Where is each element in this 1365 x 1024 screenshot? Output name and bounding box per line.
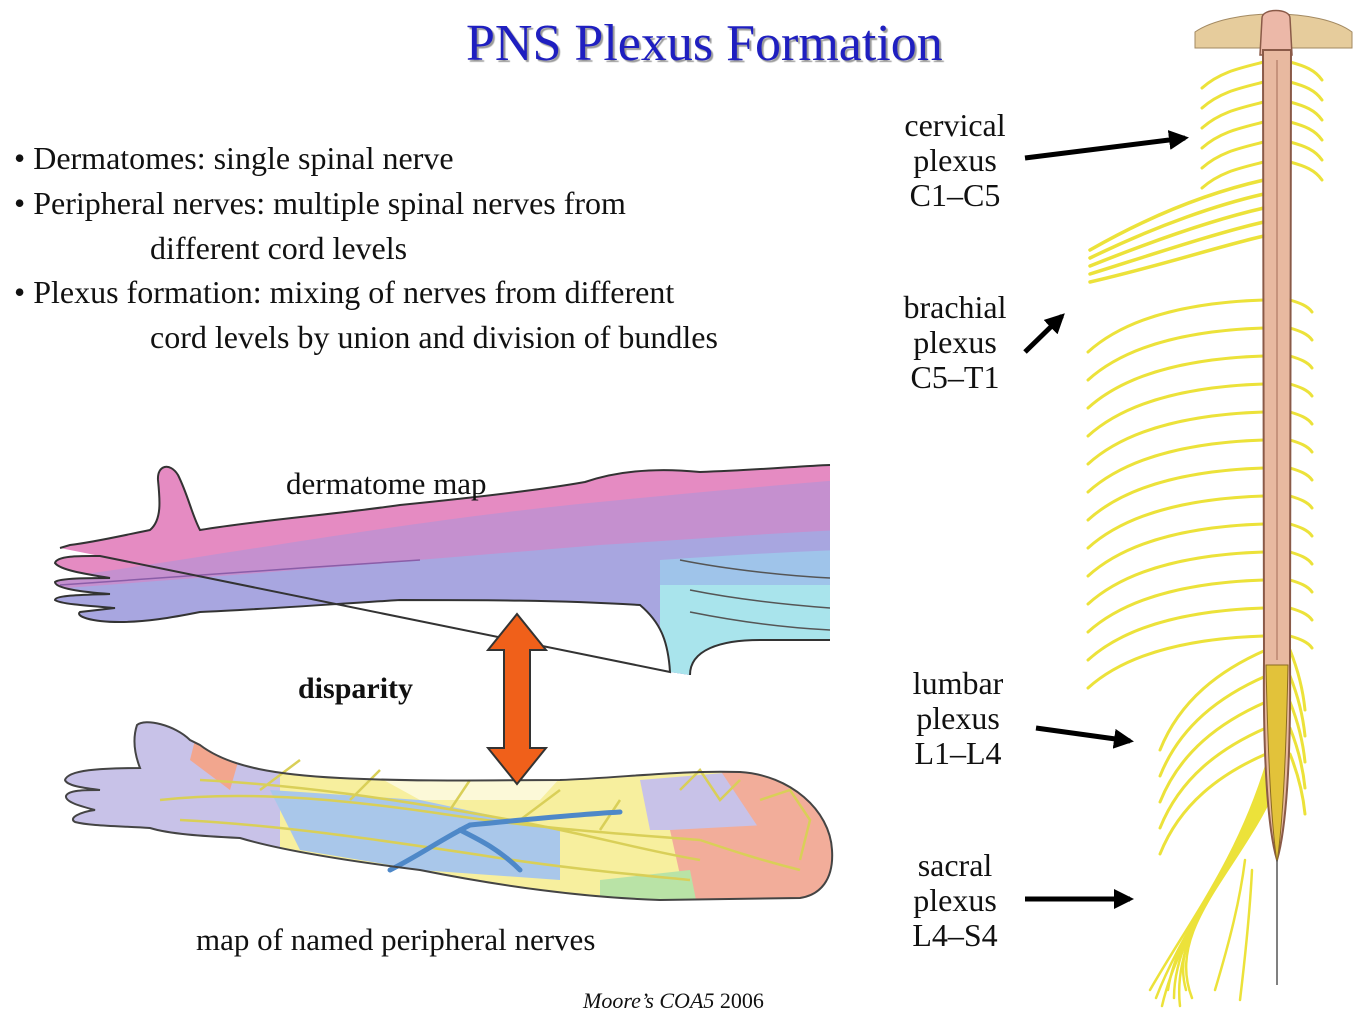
- spinal-nerve-root: [1200, 140, 1266, 170]
- spinal-nerve-root: [1288, 752, 1307, 816]
- spinal-cord-illustration: [1086, 9, 1353, 1008]
- spinal-nerve-root: [1288, 298, 1314, 314]
- spinal-nerve-root: [1086, 606, 1266, 662]
- plexus-range: C1–C5: [909, 177, 1001, 213]
- bullet-text: • Dermatomes: single spinal nerve: [14, 140, 454, 176]
- spinal-nerve-root: [1288, 140, 1324, 162]
- plexus-name: lumbar: [912, 665, 1004, 701]
- cervical-pointer-arrow: [1024, 130, 1189, 161]
- spinal-nerve-root: [1158, 648, 1268, 752]
- spinal-nerve-root: [1200, 160, 1266, 190]
- spinal-nerve-root: [1288, 100, 1324, 122]
- spinal-nerve-root: [1288, 606, 1314, 622]
- bullet-continuation: cord levels by union and division of bun…: [150, 319, 718, 356]
- spinal-nerve-root: [1288, 410, 1314, 426]
- spinal-nerve-root: [1086, 354, 1266, 410]
- spinal-nerve-root: [1086, 382, 1266, 438]
- spinal-nerve-root: [1200, 60, 1266, 90]
- spinal-nerve-root: [1288, 634, 1314, 650]
- spinal-nerve-root: [1213, 858, 1247, 992]
- dermatome-map-label: dermatome map: [286, 466, 487, 501]
- spinal-nerve-root: [1086, 326, 1266, 382]
- spinal-nerve-root: [1158, 674, 1268, 778]
- cervical-plexus-label: cervical plexus C1–C5: [875, 108, 1035, 213]
- spinal-nerve-root: [1288, 726, 1307, 790]
- spinal-nerve-root: [1288, 354, 1314, 370]
- plexus-word: plexus: [913, 324, 997, 360]
- plexus-word: plexus: [916, 700, 1000, 736]
- spinal-nerve-root: [1086, 466, 1266, 522]
- plexus-word: plexus: [913, 882, 997, 918]
- spinal-nerve-root: [1288, 522, 1314, 538]
- spinal-nerve-root: [1200, 80, 1266, 110]
- spinal-nerve-root: [1288, 60, 1324, 82]
- plexus-name: brachial: [903, 289, 1007, 325]
- spinal-nerve-root: [1288, 80, 1324, 102]
- peripheral-nerve-arm-illustration: [63, 721, 834, 902]
- plexus-range: L1–L4: [914, 735, 1002, 771]
- spinal-nerve-root: [1288, 674, 1307, 738]
- bullet-item: • Plexus formation: mixing of nerves fro…: [14, 270, 854, 360]
- plexus-range: L4–S4: [912, 917, 998, 953]
- bullet-list: • Dermatomes: single spinal nerve • Peri…: [14, 136, 854, 360]
- spinal-nerve-root: [1086, 438, 1266, 494]
- plexus-name: sacral: [917, 847, 993, 883]
- spinal-nerve-root: [1154, 758, 1272, 1000]
- spinal-nerve-root: [1238, 868, 1254, 1002]
- spinal-nerve-root: [1158, 752, 1268, 856]
- page-title: PNS Plexus Formation: [466, 15, 943, 72]
- credit-year: 2006: [719, 988, 764, 1013]
- bullet-text: • Peripheral nerves: multiple spinal ner…: [14, 184, 626, 221]
- spinal-nerve-root: [1288, 438, 1314, 454]
- brachial-pointer-arrow: [1023, 313, 1065, 354]
- spinal-nerve-root: [1288, 648, 1307, 712]
- source-credit: Moore’s COA5 2006: [583, 988, 764, 1014]
- brachial-plexus-label: brachial plexus C5–T1: [875, 290, 1035, 395]
- spinal-nerve-root: [1288, 578, 1314, 594]
- spinal-nerve-root: [1288, 120, 1324, 142]
- lumbar-pointer-arrow: [1035, 725, 1134, 749]
- spinal-nerve-root: [1086, 522, 1266, 578]
- spinal-nerve-root: [1288, 326, 1314, 342]
- spinal-nerve-root: [1088, 234, 1266, 284]
- bullet-continuation: different cord levels: [150, 229, 408, 266]
- bullet-text: • Plexus formation: mixing of nerves fro…: [14, 274, 675, 311]
- spinal-nerve-root: [1288, 382, 1314, 398]
- spinal-nerve-root: [1177, 758, 1282, 1008]
- spinal-nerve-root: [1158, 726, 1268, 830]
- spinal-nerve-root: [1088, 178, 1266, 252]
- plexus-word: plexus: [913, 142, 997, 178]
- spinal-nerve-root: [1086, 550, 1266, 606]
- spinal-nerve-root: [1288, 160, 1324, 182]
- spinal-nerve-root: [1086, 410, 1266, 466]
- spinal-nerve-root: [1200, 120, 1266, 150]
- credit-source: Moore’s COA5: [583, 988, 715, 1013]
- spinal-nerve-root: [1086, 634, 1266, 690]
- spinal-nerve-root: [1288, 466, 1314, 482]
- spinal-nerve-root: [1086, 494, 1266, 550]
- spinal-nerve-root: [1158, 700, 1268, 804]
- spinal-nerve-root: [1288, 494, 1314, 510]
- peripheral-nerves-map-label: map of named peripheral nerves: [196, 922, 596, 957]
- disparity-label: disparity: [298, 672, 414, 705]
- spinal-nerve-root: [1200, 100, 1266, 130]
- sacral-plexus-label: sacral plexus L4–S4: [875, 848, 1035, 953]
- bullet-item: • Dermatomes: single spinal nerve: [14, 136, 854, 181]
- spinal-nerve-root: [1088, 206, 1266, 268]
- spinal-nerve-root: [1088, 220, 1266, 276]
- spinal-nerve-root: [1288, 550, 1314, 566]
- spinal-nerve-root: [1148, 758, 1270, 992]
- spinal-nerve-root: [1088, 192, 1266, 260]
- bullet-item: • Peripheral nerves: multiple spinal ner…: [14, 181, 854, 271]
- plexus-name: cervical: [904, 107, 1006, 143]
- plexus-range: C5–T1: [910, 359, 1000, 395]
- lumbar-plexus-label: lumbar plexus L1–L4: [878, 666, 1038, 771]
- spinal-nerve-root: [1086, 578, 1266, 634]
- spinal-nerve-root: [1288, 700, 1307, 764]
- spinal-nerve-root: [1086, 298, 1266, 354]
- disparity-double-arrow: [485, 612, 549, 786]
